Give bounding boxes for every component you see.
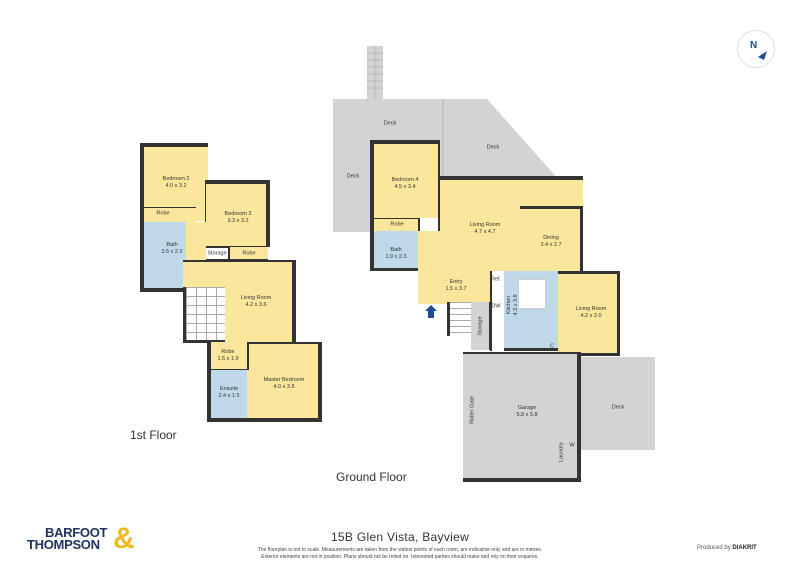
label-storage-gf: Storage (477, 316, 484, 336)
room-bath-gf (370, 231, 418, 271)
room-robe-master (207, 342, 249, 370)
label-deck-3: Deck (486, 144, 500, 151)
room-robe-1 (140, 207, 196, 222)
kitchen-fixtures-column (490, 271, 504, 351)
produced-by-brand: DIAKRIT (732, 545, 757, 551)
first-floor-title: 1st Floor (130, 428, 177, 442)
produced-by: Produced by DIAKRIT (697, 545, 757, 551)
label-deck-1: Deck (383, 120, 397, 127)
label-dishwasher: DW (491, 303, 501, 310)
label-fridge: Ref. (490, 276, 502, 283)
north-label: N (750, 40, 758, 51)
kitchen-island (518, 279, 546, 309)
label-robe-2: Robe (242, 250, 256, 257)
label-robe-gf: Robe (390, 221, 404, 228)
room-storage-gf (471, 302, 491, 350)
room-entry (418, 231, 490, 304)
compass: N (737, 30, 775, 68)
label-storage-1f: Storage (207, 250, 227, 257)
room-garage (463, 352, 581, 482)
label-laundry: Laundry (558, 442, 565, 462)
room-bedroom-3 (205, 180, 270, 247)
produced-by-prefix: Produced by (697, 545, 731, 551)
label-roller-gate: Roller Gate (469, 396, 476, 424)
north-arrow-icon (758, 51, 767, 60)
label-deck-4: Deck (611, 404, 625, 411)
room-bath-1f (140, 222, 186, 292)
room-dining (520, 206, 583, 272)
disclaimer: The floorplan is not to scale. Measureme… (0, 547, 800, 561)
room-robe-gf (370, 218, 420, 231)
label-deck-2: Deck (346, 173, 360, 180)
room-living-gf-2 (558, 271, 620, 356)
agency-logo: BARFOOT THOMPSON & (27, 524, 135, 554)
logo-line-1: BARFOOT (45, 525, 108, 540)
logo-line-2: THOMPSON (27, 537, 100, 552)
label-washer: W (569, 442, 575, 449)
disclaimer-line-2: Exterior elements are not in position. P… (261, 554, 539, 560)
property-address: 15B Glen Vista, Bayview (330, 530, 470, 544)
entry-arrow-icon (425, 305, 437, 318)
logo-ampersand: & (113, 522, 135, 555)
room-ensuite (207, 370, 247, 422)
stairs-1f (183, 287, 225, 343)
label-cupboard: C (550, 343, 554, 350)
ground-floor-title: Ground Floor (336, 470, 407, 484)
label-robe-1: Robe (156, 210, 170, 217)
disclaimer-line-1: The floorplan is not to scale. Measureme… (257, 547, 543, 553)
stairs-gf (447, 302, 471, 336)
